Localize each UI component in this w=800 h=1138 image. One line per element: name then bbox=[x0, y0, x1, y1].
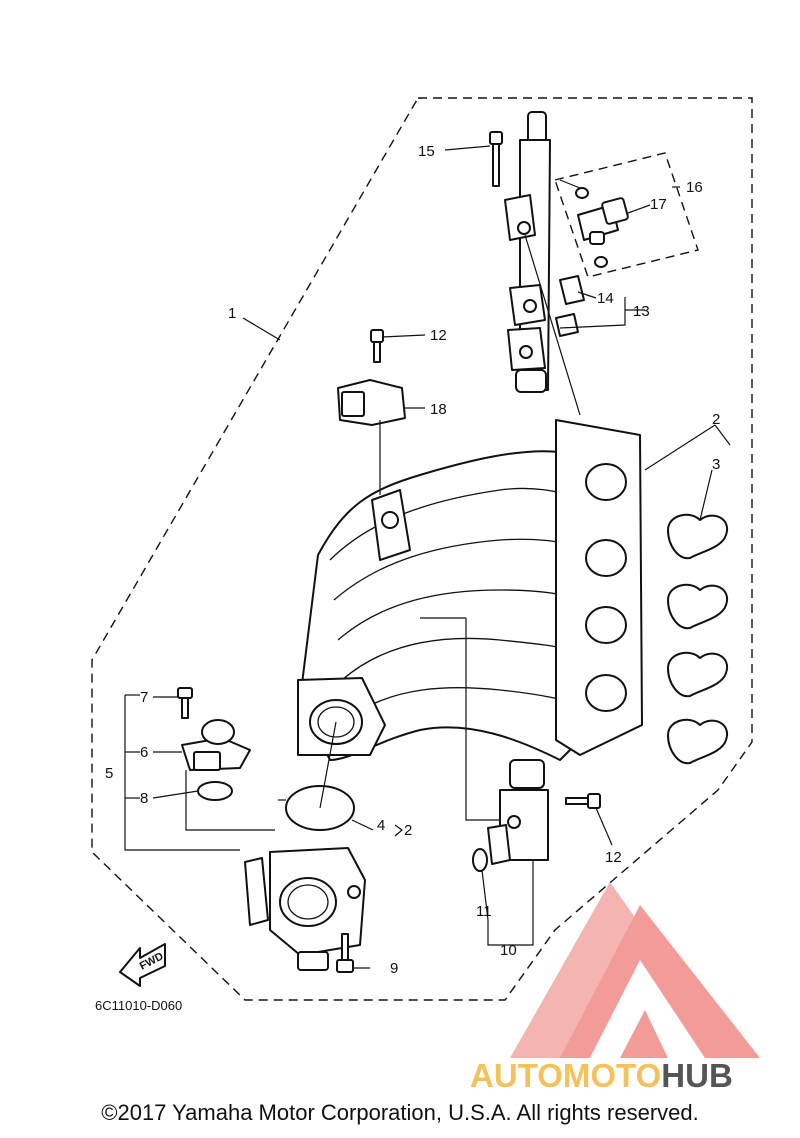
callout-13: 13 bbox=[633, 303, 650, 320]
o-ring-11 bbox=[472, 848, 488, 872]
leader-16 bbox=[559, 179, 581, 189]
callout-9: 9 bbox=[390, 960, 398, 977]
bolt-12-upper bbox=[370, 329, 384, 363]
callout-12-upper: 12 bbox=[430, 327, 447, 344]
watermark-text-part1: AUTOMOTO bbox=[470, 1057, 661, 1094]
o-ring-8 bbox=[197, 781, 233, 801]
watermark-text-part2: HUB bbox=[661, 1057, 733, 1094]
diagram-code: 6C11010-D060 bbox=[95, 998, 182, 1013]
gasket-3 bbox=[667, 513, 729, 765]
assembly-boundary bbox=[91, 97, 753, 1001]
callout-4-ref: 2 bbox=[404, 822, 412, 839]
callout-15: 15 bbox=[418, 143, 435, 160]
callout-2: 2 bbox=[712, 411, 720, 428]
bolt-12-lower bbox=[565, 793, 601, 809]
callout-18: 18 bbox=[430, 401, 447, 418]
callout-17: 17 bbox=[650, 196, 667, 213]
callout-11: 11 bbox=[476, 903, 492, 920]
fuel-rail bbox=[504, 111, 551, 393]
callout-7: 7 bbox=[140, 689, 148, 706]
callout-4: 4 bbox=[377, 817, 385, 834]
isc-valve-10 bbox=[487, 759, 549, 865]
intake-manifold bbox=[297, 419, 643, 761]
callout-1: 1 bbox=[228, 305, 236, 322]
throttle-body bbox=[244, 847, 366, 971]
callout-10: 10 bbox=[500, 942, 517, 959]
watermark-logo bbox=[510, 882, 760, 1058]
tps-sensor-6 bbox=[181, 719, 251, 771]
fwd-arrow-icon bbox=[119, 943, 166, 987]
clip-14 bbox=[555, 275, 585, 337]
injector-group-boundary bbox=[554, 152, 699, 278]
callout-16: 16 bbox=[686, 179, 703, 196]
sensor-18 bbox=[337, 379, 406, 426]
callout-6: 6 bbox=[140, 744, 148, 761]
callout-3: 3 bbox=[712, 456, 720, 473]
injector-17 bbox=[575, 187, 629, 268]
bolt-7 bbox=[177, 687, 193, 719]
callout-12-lower: 12 bbox=[605, 849, 622, 866]
bolt-9 bbox=[336, 933, 354, 973]
callout-8: 8 bbox=[140, 790, 148, 807]
bolt-15 bbox=[489, 131, 503, 187]
watermark-text: AUTOMOTOHUB bbox=[470, 1057, 733, 1094]
leader-lines bbox=[124, 145, 731, 969]
callout-14: 14 bbox=[597, 290, 614, 307]
gasket-4 bbox=[278, 785, 355, 831]
copyright-notice: ©2017 Yamaha Motor Corporation, U.S.A. A… bbox=[101, 1100, 699, 1125]
callout-5: 5 bbox=[105, 765, 113, 782]
